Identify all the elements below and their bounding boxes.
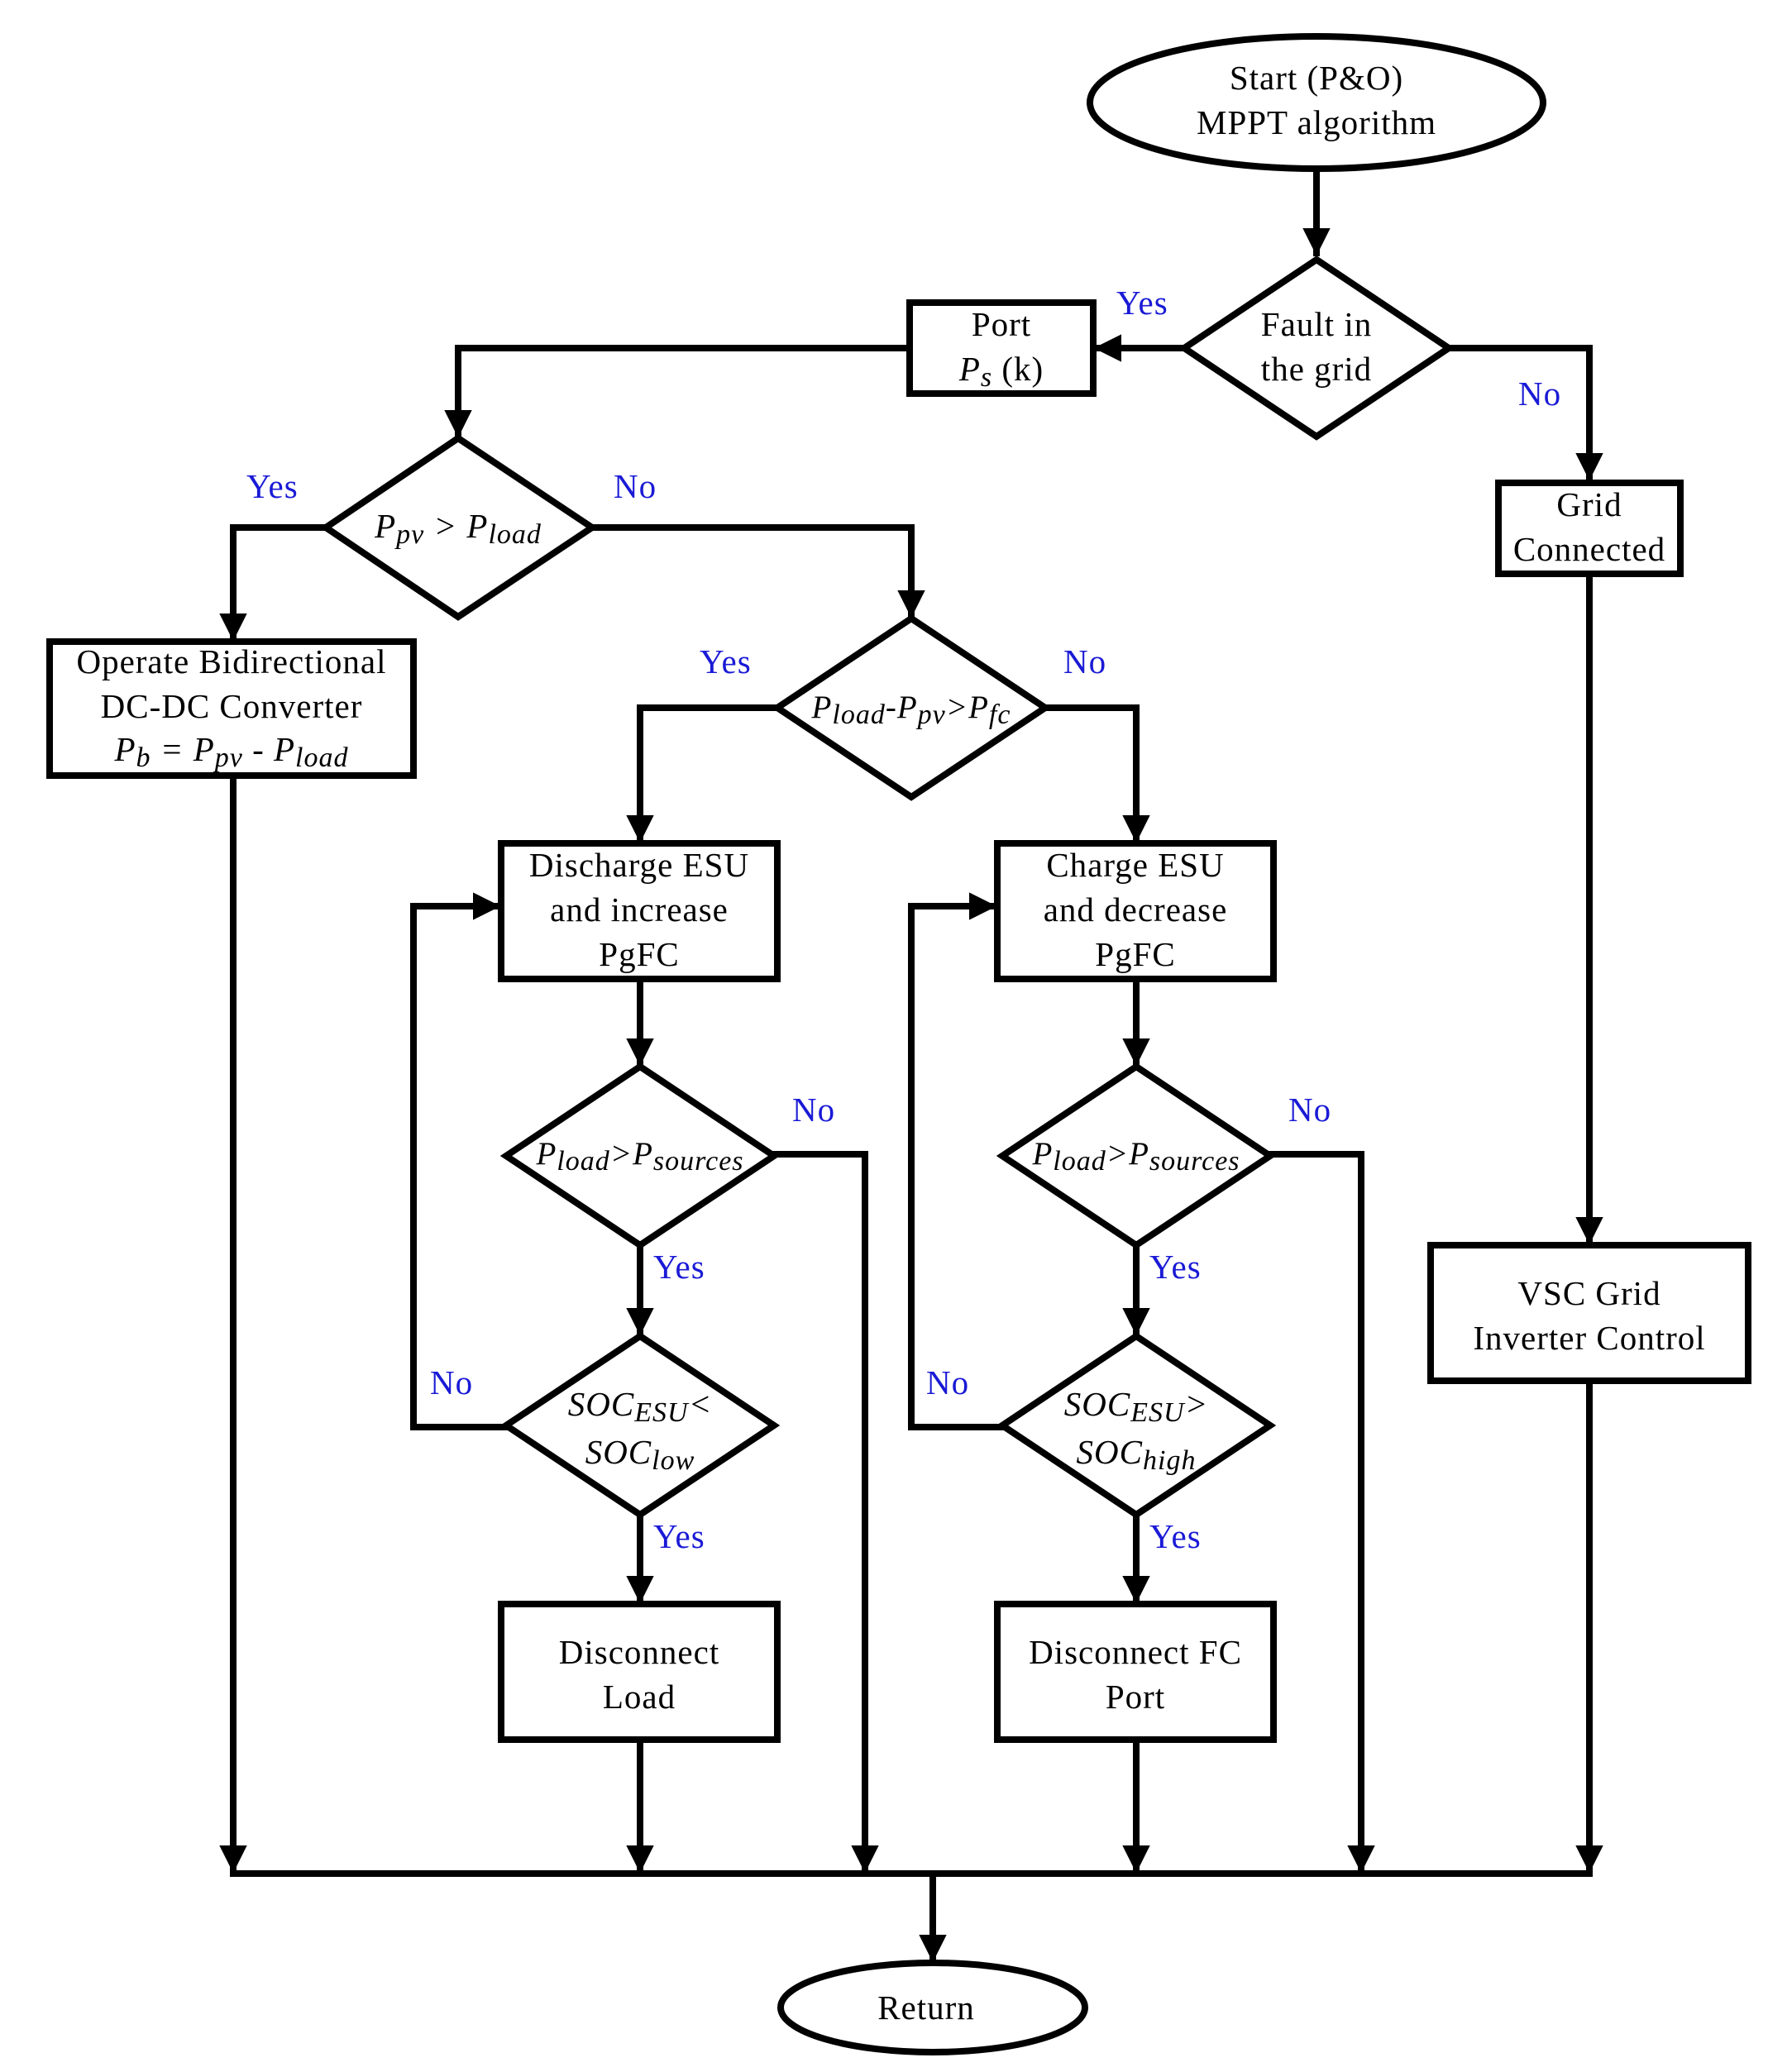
node-left-sources-decision: Pload>Psources — [499, 1062, 781, 1249]
bidirectional-equation: Pb = Ppv - Pload — [113, 730, 348, 773]
disconnect-fc-line1: Disconnect FC — [1029, 1633, 1242, 1671]
connector-fault-no-to-grid — [1445, 345, 1603, 481]
bidirectional-box — [46, 638, 417, 779]
connector-port-to-ppv-check — [444, 345, 913, 438]
grid-line2: Connected — [1513, 530, 1665, 568]
node-disconnect-load: Disconnect Load — [498, 1601, 781, 1743]
connector-right-sources-no-to-bus — [1267, 1151, 1375, 1874]
left-sources-condition: Pload>Psources — [535, 1136, 743, 1177]
connector-soc-low-no-loop — [410, 892, 509, 1430]
node-ppv-decision: Ppv > Pload — [319, 434, 599, 621]
branch-left-sources-no: No — [792, 1091, 835, 1129]
branch-labels: Yes No Yes No Yes No No Yes No Yes No Ye… — [246, 284, 1561, 1555]
fault-line2: the grid — [1261, 350, 1372, 388]
node-diff-decision: Pload-Ppv>Pfc — [771, 614, 1052, 801]
branch-ppv-yes: Yes — [246, 467, 299, 505]
branch-right-sources-yes: Yes — [1149, 1248, 1202, 1286]
charge-box — [994, 840, 1277, 982]
disconnect-fc-line2: Port — [1106, 1678, 1165, 1716]
node-discharge: Discharge ESU and increase PgFC — [498, 840, 781, 982]
soc-high-diamond — [996, 1332, 1277, 1519]
branch-soc-high-yes: Yes — [1149, 1517, 1202, 1555]
node-start: Start (P&O) MPPT algorithm — [1087, 33, 1546, 172]
bidirectional-line2: DC-DC Converter — [101, 687, 363, 725]
branch-fault-yes: Yes — [1116, 284, 1168, 322]
connector-diff-no-to-charge — [1042, 704, 1150, 843]
port-box — [906, 299, 1097, 397]
soc-high-line2: SOChigh — [1077, 1433, 1197, 1476]
fault-line1: Fault in — [1261, 305, 1372, 343]
soc-low-diamond — [499, 1332, 781, 1519]
vsc-line1: VSC Grid — [1517, 1274, 1660, 1312]
soc-low-line1: SOCESU< — [568, 1385, 712, 1428]
node-grid-connected: Grid Connected — [1495, 480, 1684, 577]
disconnect-load-line2: Load — [603, 1678, 676, 1716]
node-soc-high-decision: SOCESU> SOChigh — [996, 1332, 1277, 1519]
discharge-line3: PgFC — [599, 935, 679, 973]
port-line1: Port — [972, 305, 1031, 343]
disconnect-load-line1: Disconnect — [559, 1633, 719, 1671]
node-vsc: VSC Grid Inverter Control — [1427, 1242, 1751, 1384]
branch-diff-yes: Yes — [700, 642, 752, 680]
branch-soc-low-no: No — [430, 1363, 473, 1401]
node-right-sources-decision: Pload>Psources — [996, 1062, 1277, 1249]
node-charge: Charge ESU and decrease PgFC — [994, 840, 1277, 982]
grid-line1: Grid — [1556, 485, 1622, 523]
start-line1: Start (P&O) — [1230, 59, 1403, 97]
grid-connected-box — [1495, 480, 1684, 577]
branch-left-sources-yes: Yes — [653, 1248, 705, 1286]
node-fault-decision: Fault in the grid — [1178, 255, 1455, 441]
bidirectional-line1: Operate Bidirectional — [76, 642, 386, 680]
port-line2: Ps (k) — [958, 350, 1044, 393]
left-sources-diamond — [499, 1062, 781, 1249]
vsc-box — [1427, 1242, 1751, 1384]
disconnect-load-box — [498, 1601, 781, 1743]
branch-soc-high-no: No — [926, 1363, 969, 1401]
connector-ppv-yes-to-bidirectional — [219, 524, 329, 642]
vsc-line2: Inverter Control — [1473, 1319, 1705, 1357]
branch-ppv-no: No — [614, 467, 657, 505]
node-bidirectional: Operate Bidirectional DC-DC Converter Pb… — [46, 638, 417, 779]
branch-fault-no: No — [1518, 375, 1561, 413]
return-terminal — [777, 1960, 1088, 2055]
connector-left-sources-no-to-bus — [771, 1151, 879, 1874]
connector-diff-yes-to-discharge — [626, 704, 781, 843]
disconnect-fc-box — [994, 1601, 1277, 1743]
node-port: Port Ps (k) — [906, 299, 1097, 397]
charge-line3: PgFC — [1095, 935, 1175, 973]
connector-soc-high-no-loop — [908, 892, 1006, 1430]
ppv-condition: Ppv > Pload — [374, 507, 542, 550]
discharge-line2: and increase — [550, 890, 729, 929]
start-terminal — [1087, 33, 1546, 172]
charge-line2: and decrease — [1044, 890, 1228, 929]
connector-ppv-no-to-diff-check — [589, 524, 925, 618]
branch-diff-no: No — [1063, 642, 1106, 680]
return-label: Return — [877, 1988, 975, 2027]
discharge-box — [498, 840, 781, 982]
diff-diamond — [771, 614, 1052, 801]
diff-condition: Pload-Ppv>Pfc — [811, 690, 1011, 730]
right-sources-diamond — [996, 1062, 1277, 1249]
branch-soc-low-yes: Yes — [653, 1517, 705, 1555]
fault-diamond — [1178, 255, 1455, 441]
start-line2: MPPT algorithm — [1197, 103, 1436, 141]
node-soc-low-decision: SOCESU< SOClow — [499, 1332, 781, 1519]
right-sources-condition: Pload>Psources — [1031, 1136, 1240, 1177]
connectors — [219, 165, 1603, 1963]
node-disconnect-fc: Disconnect FC Port — [994, 1601, 1277, 1743]
soc-low-line2: SOClow — [585, 1433, 695, 1476]
branch-right-sources-no: No — [1288, 1091, 1331, 1129]
charge-line1: Charge ESU — [1046, 846, 1224, 884]
ppv-diamond — [319, 434, 599, 621]
soc-high-line1: SOCESU> — [1064, 1385, 1208, 1428]
discharge-line1: Discharge ESU — [529, 846, 749, 884]
node-return: Return — [777, 1960, 1088, 2055]
